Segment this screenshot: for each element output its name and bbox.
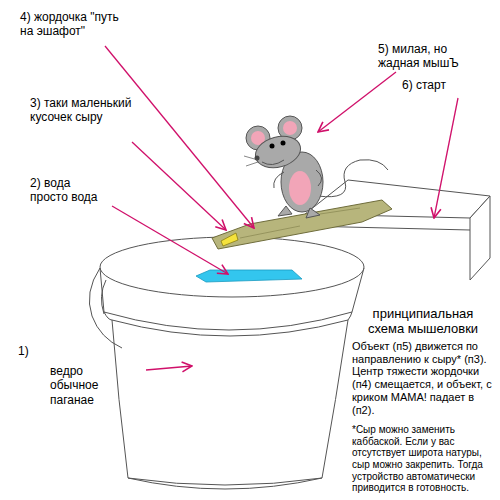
callout-label: ведро обычное паганае xyxy=(50,364,112,407)
callout-label: 4) жордочка "путь на эшафот" xyxy=(20,10,124,39)
label-holder: *Сыр можно заменить каббаской. Если у ва… xyxy=(352,424,494,494)
label-holder: Объект (п5) движется по направлению к сы… xyxy=(352,340,494,417)
label-holder: 3) таки маленький кусочек сыру xyxy=(30,96,140,125)
label-holder: 2) вода просто вода xyxy=(30,176,104,205)
label-holder: 5) милая, но жадная мышЪ xyxy=(378,42,464,71)
callout-label: 6) старт xyxy=(402,78,482,92)
description-note: Объект (п5) движется по направлению к сы… xyxy=(352,340,494,417)
diagram-title: принципиальная схема мышеловки xyxy=(356,306,490,337)
callout-label: 2) вода просто вода xyxy=(30,176,104,205)
callout-label: 3) таки маленький кусочек сыру xyxy=(30,96,140,125)
water xyxy=(196,270,302,282)
label-holder: 4) жордочка "путь на эшафот" xyxy=(20,10,124,39)
mouse xyxy=(244,116,388,218)
label-holder: 6) старт xyxy=(402,78,482,92)
label-holder: ведро обычное паганае xyxy=(50,364,112,407)
footnote-note: *Сыр можно заменить каббаской. Если у ва… xyxy=(352,424,494,494)
callout-label: 5) милая, но жадная мышЪ xyxy=(378,42,464,71)
callout-number: 1) xyxy=(18,344,48,358)
cheese xyxy=(221,233,238,246)
label-holder: 1) xyxy=(18,344,48,358)
bucket xyxy=(89,237,364,489)
title-holder: принципиальная схема мышеловки xyxy=(356,306,490,337)
